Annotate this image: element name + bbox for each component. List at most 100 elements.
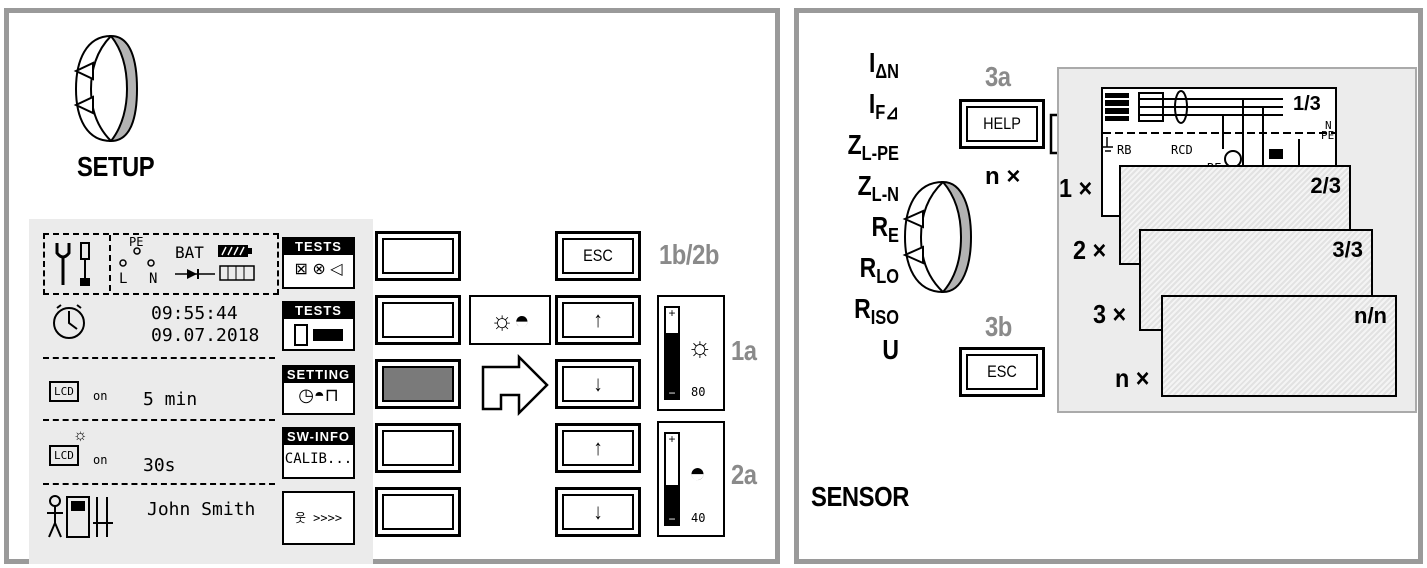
measurement-i-f: IF⊿ <box>817 88 899 129</box>
down-key-2-label: ↓ <box>593 499 603 524</box>
softkey-3-pressed[interactable] <box>375 359 461 409</box>
tab-tests-1[interactable]: TESTS ⊠ ⊗ ◁ <box>282 237 355 289</box>
up-key-2[interactable]: ↑ <box>555 423 641 473</box>
meas-1-main: I <box>868 88 876 119</box>
help-page-n: n/n <box>1161 295 1397 397</box>
on-indicator: on <box>93 389 107 403</box>
lcd-row-status: PE L N BAT <box>43 233 279 295</box>
lcd-timeout-value: 5 min <box>143 389 198 410</box>
lcd-icon-text-2: LCD <box>54 449 74 462</box>
meas-0-main: I <box>868 47 876 78</box>
page-n-label: n/n <box>1354 303 1387 328</box>
pe-l-n-connector-icon <box>119 247 155 267</box>
measurement-i-delta-n: IΔN <box>817 47 899 88</box>
diode-icon <box>175 269 215 279</box>
contrast-slider-icon: + − <box>664 432 680 526</box>
tab-setting-label: SETTING <box>284 367 353 383</box>
user-arrow-label: 웃 >>>> <box>294 511 343 525</box>
schematic-n-label: N <box>1325 119 1332 132</box>
tab-tests-2-label: TESTS <box>284 303 353 319</box>
brightness-contrast-box: ☼◓ <box>469 295 551 345</box>
esc-key[interactable]: ESC <box>555 231 641 281</box>
setting-icons: ◷◓⊓ <box>298 385 339 405</box>
esc-key-sensor[interactable]: ESC <box>959 347 1045 397</box>
softkey-1[interactable] <box>375 231 461 281</box>
meas-1-sub: F⊿ <box>875 102 899 124</box>
up-key-1[interactable]: ↑ <box>555 295 641 345</box>
arrow-right-icon <box>481 353 549 417</box>
tab-tests-2[interactable]: TESTS <box>282 301 355 351</box>
svg-text:−: − <box>668 512 675 526</box>
measurement-z-l-n: ZL-N <box>817 170 899 211</box>
setup-panel: SETUP PE L N BAT <box>4 8 780 564</box>
brightness-sun-icon: ☼ <box>687 331 713 362</box>
lcd-icon-text: LCD <box>54 385 74 398</box>
circuit-schematic-icon <box>1103 90 1335 170</box>
tab-setting[interactable]: SETTING ◷◓⊓ <box>282 365 355 415</box>
softkey-5[interactable] <box>375 487 461 537</box>
backlight-timeout-value: 30s <box>143 455 176 476</box>
rotary-switch-icon-2 <box>902 180 973 294</box>
meas-2-sub: L-PE <box>861 143 899 165</box>
lcd-row-clock: 09:55:44 09.07.2018 <box>43 297 275 359</box>
down-key-1-label: ↓ <box>593 371 603 396</box>
clock-date: 09.07.2018 <box>151 325 260 346</box>
bat-label: BAT <box>175 243 204 262</box>
meas-2-main: Z <box>847 129 862 160</box>
svg-text:+: + <box>668 432 675 446</box>
meas-3-main: Z <box>857 170 872 201</box>
meas-5-main: R <box>859 252 877 283</box>
tab-user-profile[interactable]: 웃 >>>> <box>282 491 355 545</box>
calib-label: CALIB... <box>284 451 353 467</box>
esc-key-label: ESC <box>583 246 613 265</box>
lcd-icon: LCD <box>49 381 79 402</box>
measurement-z-l-pe: ZL-PE <box>817 129 899 170</box>
brightness-slider-box: + − ☼ 80 <box>657 295 725 411</box>
measurement-u: U <box>817 334 899 366</box>
times-1-label: 1 × <box>1059 173 1093 203</box>
softkey-2[interactable] <box>375 295 461 345</box>
tab-sw-info[interactable]: SW-INFO CALIB... <box>282 427 355 479</box>
softkey-4[interactable] <box>375 423 461 473</box>
setup-title: SETUP <box>77 151 155 182</box>
step-3a-label: 3a <box>985 61 1011 92</box>
times-n-label: n × <box>1115 363 1150 393</box>
meas-6-main: R <box>854 293 871 324</box>
contrast-half-circle-icon: ◓ <box>689 457 706 488</box>
brightness-slider-icon: + − <box>664 306 680 400</box>
schematic-rb-label: RB <box>1117 143 1132 157</box>
battery-pack-icon <box>219 265 255 281</box>
help-key[interactable]: HELP <box>959 99 1045 149</box>
help-key-label: HELP <box>983 114 1021 133</box>
n-times-label: n × <box>985 163 1021 190</box>
lcd-row-backlight: ☼ LCD on 30s <box>43 425 275 485</box>
clock-icon <box>53 304 85 339</box>
meas-4-main: R <box>871 211 889 242</box>
battery-icon <box>218 245 252 257</box>
rotary-switch-icon <box>73 34 139 143</box>
down-key-1[interactable]: ↓ <box>555 359 641 409</box>
n-label: N <box>149 271 158 287</box>
times-2-label: 2 × <box>1073 235 1107 265</box>
tab-sw-info-label: SW-INFO <box>284 429 353 445</box>
sensor-title: SENSOR <box>811 481 909 512</box>
meas-5-sub: LO <box>876 266 899 288</box>
l-label: L <box>119 271 128 287</box>
schematic-pe-label: PE <box>1321 129 1335 142</box>
tab-tests-1-label: TESTS <box>284 239 353 255</box>
lcd-display: PE L N BAT <box>29 219 373 564</box>
pe-label: PE <box>129 235 144 249</box>
step-2a-label: 2a <box>731 459 757 490</box>
on-text-2: on <box>93 453 108 467</box>
on-text: on <box>93 389 108 403</box>
times-3-label: 3 × <box>1093 299 1127 329</box>
page-1-label: 1/3 <box>1293 93 1321 116</box>
esc-key-sensor-label: ESC <box>987 362 1017 381</box>
svg-text:−: − <box>668 386 675 400</box>
user-profile-icon <box>47 495 113 538</box>
step-1a-label: 1a <box>731 335 757 366</box>
down-key-2[interactable]: ↓ <box>555 487 641 537</box>
measurement-r-lo: RLO <box>817 252 899 293</box>
page-3-label: 3/3 <box>1332 237 1363 262</box>
user-arrow-text: >>>> <box>313 511 343 525</box>
